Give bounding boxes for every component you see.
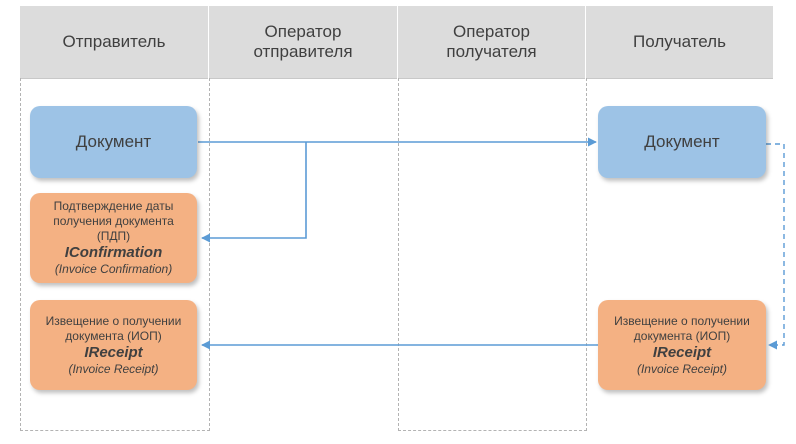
iop-description: Извещение о получении документа (ИОП) <box>45 313 182 343</box>
pdp-english: (Invoice Confirmation) <box>54 262 173 276</box>
iop-english: (Invoice Receipt) <box>68 361 159 376</box>
iop-code: IReceipt <box>84 343 143 361</box>
iop-receiver-box: Извещение о получении документа (ИОП) IR… <box>598 300 766 390</box>
document-label: Документ <box>644 132 720 151</box>
lane-title: Оператор получателя <box>446 22 537 61</box>
iop-description: Извещение о получении документа (ИОП) <box>614 313 750 343</box>
lane-sender <box>20 78 210 431</box>
pdp-box: Подтверждение даты получения документа (… <box>30 193 197 283</box>
lane-title: Оператор отправителя <box>253 22 353 61</box>
lane-header-sender-operator: Оператор отправителя <box>209 6 397 79</box>
pdp-code: IConfirmation <box>64 244 163 261</box>
lane-title: Получатель <box>633 32 726 51</box>
iop-sender-box: Извещение о получении документа (ИОП) IR… <box>30 300 197 390</box>
lane-header-receiver: Получатель <box>586 6 773 79</box>
pdp-description: Подтверждение даты получения документа (… <box>53 199 174 243</box>
arrow-iop-trigger <box>766 143 785 350</box>
arrow-pdp <box>201 142 307 243</box>
lane-title: Отправитель <box>62 32 166 51</box>
lane-header-receiver-operator: Оператор получателя <box>398 6 585 79</box>
iop-code: IReceipt <box>652 343 712 361</box>
iop-english: (Invoice Receipt) <box>636 361 728 376</box>
document-label: Документ <box>75 132 152 151</box>
receiver-document-box: Документ <box>598 106 766 178</box>
sender-document-box: Документ <box>30 106 197 178</box>
lane-receiver-operator <box>398 78 587 431</box>
lane-header-sender: Отправитель <box>20 6 208 79</box>
